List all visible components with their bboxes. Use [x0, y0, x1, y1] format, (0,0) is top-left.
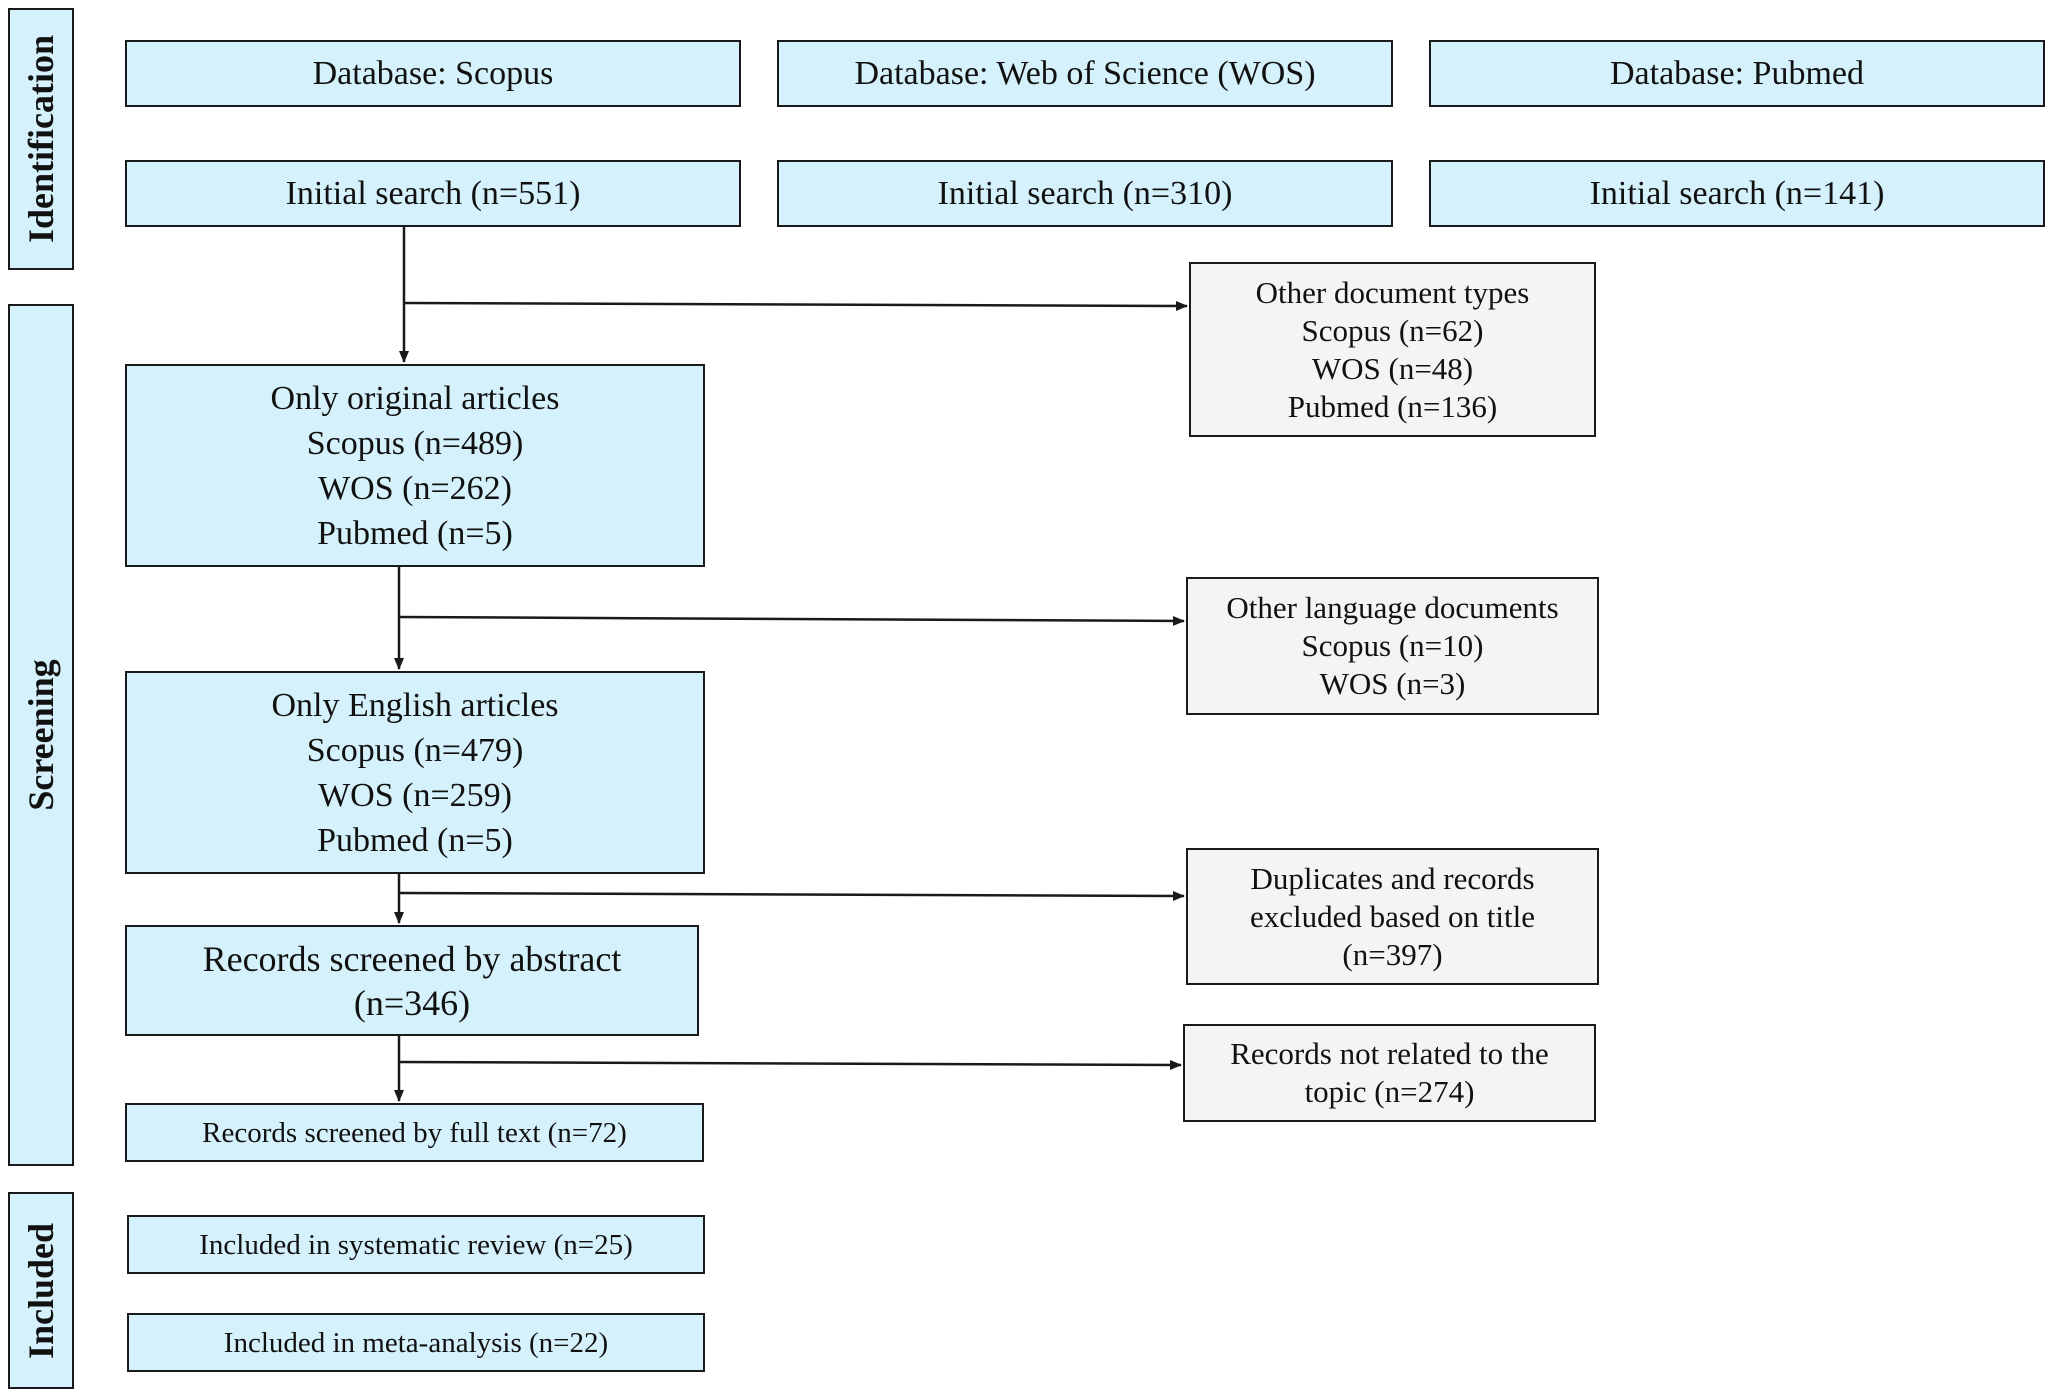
excluded-duplicates-box: Duplicates and records excluded based on…: [1186, 848, 1599, 985]
excluded-topic-box: Records not related to the topic (n=274): [1183, 1024, 1596, 1122]
excluded-doc-types-box: Other document types Scopus (n=62) WOS (…: [1189, 262, 1596, 437]
abstract-screen-box: Records screened by abstract (n=346): [125, 925, 699, 1036]
english-articles-title: Only English articles: [271, 686, 559, 724]
excluded-duplicates-line2: excluded based on title: [1250, 898, 1535, 934]
excluded-doc-types-pubmed: Pubmed (n=136): [1287, 388, 1498, 424]
english-articles-box: Only English articles Scopus (n=479) WOS…: [125, 671, 705, 874]
english-articles-pubmed: Pubmed (n=5): [317, 821, 513, 859]
original-articles-title: Only original articles: [270, 379, 560, 417]
abstract-screen-line2: (n=346): [353, 982, 471, 1023]
excluded-doc-types-scopus: Scopus (n=62): [1301, 312, 1484, 348]
stage-included: Included: [8, 1192, 74, 1389]
excluded-doc-types-title: Other document types: [1255, 274, 1530, 310]
original-articles-scopus: Scopus (n=489): [306, 424, 524, 462]
excluded-doc-types-wos: WOS (n=48): [1311, 350, 1474, 386]
stage-identification: Identification: [8, 8, 74, 270]
included-meta-box: Included in meta-analysis (n=22): [127, 1313, 705, 1372]
included-review-box: Included in systematic review (n=25): [127, 1215, 705, 1274]
original-articles-box: Only original articles Scopus (n=489) WO…: [125, 364, 705, 567]
database-scopus-label: Database: Scopus: [312, 55, 554, 92]
arrow-to-excluded-language: [398, 615, 1185, 626]
fulltext-screen-box: Records screened by full text (n=72): [125, 1103, 704, 1162]
english-articles-scopus: Scopus (n=479): [306, 731, 524, 769]
excluded-duplicates-line3: (n=397): [1342, 936, 1443, 972]
abstract-screen-line1: Records screened by abstract: [202, 938, 622, 979]
database-pubmed-box: Database: Pubmed: [1429, 40, 2045, 107]
excluded-duplicates-line1: Duplicates and records: [1250, 860, 1535, 896]
database-scopus-box: Database: Scopus: [125, 40, 741, 107]
original-articles-wos: WOS (n=262): [318, 469, 512, 507]
arrow-to-excluded-topic: [398, 1059, 1182, 1070]
excluded-language-wos: WOS (n=3): [1319, 666, 1466, 701]
excluded-language-box: Other language documents Scopus (n=10) W…: [1186, 577, 1599, 715]
database-pubmed-label: Database: Pubmed: [1610, 55, 1864, 92]
fulltext-screen-label: Records screened by full text (n=72): [202, 1116, 627, 1149]
excluded-topic-line1: Records not related to the: [1230, 1036, 1549, 1071]
included-meta-label: Included in meta-analysis (n=22): [223, 1326, 609, 1359]
arrow-to-excluded-duplicates: [398, 890, 1185, 901]
database-wos-box: Database: Web of Science (WOS): [777, 40, 1393, 107]
initial-search-wos-box: Initial search (n=310): [777, 160, 1393, 227]
initial-search-wos-label: Initial search (n=310): [937, 175, 1233, 212]
excluded-language-title: Other language documents: [1226, 590, 1559, 625]
initial-search-scopus-box: Initial search (n=551): [125, 160, 741, 227]
stage-screening: Screening: [8, 304, 74, 1166]
excluded-topic-line2: topic (n=274): [1304, 1074, 1475, 1109]
included-review-label: Included in systematic review (n=25): [199, 1228, 633, 1261]
arrow-to-excluded-doc-types: [403, 300, 1188, 311]
initial-search-pubmed-label: Initial search (n=141): [1589, 175, 1885, 212]
excluded-language-scopus: Scopus (n=10): [1301, 628, 1484, 663]
initial-search-scopus-label: Initial search (n=551): [285, 175, 581, 212]
database-wos-label: Database: Web of Science (WOS): [854, 55, 1316, 92]
initial-search-pubmed-box: Initial search (n=141): [1429, 160, 2045, 227]
original-articles-pubmed: Pubmed (n=5): [317, 514, 513, 552]
english-articles-wos: WOS (n=259): [318, 776, 512, 814]
